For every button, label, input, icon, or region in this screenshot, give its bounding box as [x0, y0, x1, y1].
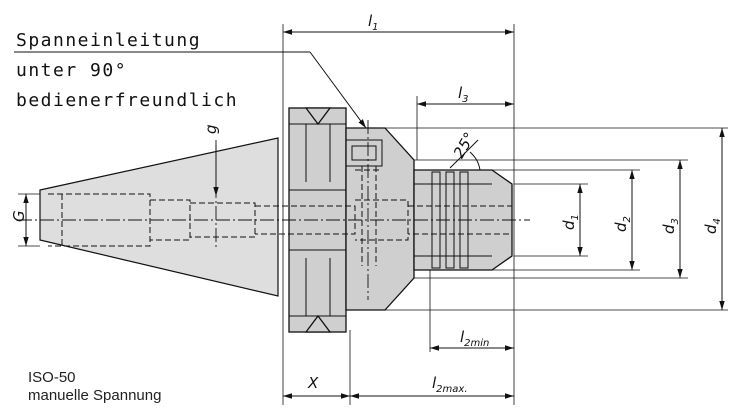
callout-line-3: bedienerfreundlich — [16, 90, 238, 111]
label-x: X — [307, 374, 319, 392]
label-d1: d1 — [560, 214, 581, 230]
caption-line-2: manuelle Spannung — [28, 387, 161, 404]
label-l1: l1 — [368, 12, 379, 33]
label-g: g — [202, 124, 220, 134]
label-d2: d2 — [612, 216, 633, 232]
dimension-lines — [23, 29, 725, 399]
caption-line-1: ISO-50 — [28, 369, 76, 386]
extension-lines — [18, 24, 728, 405]
callout-leader — [14, 51, 367, 129]
label-G: G — [10, 210, 28, 222]
label-l2min: l2min — [460, 328, 489, 349]
label-l2max: l2max. — [432, 374, 468, 395]
label-l3: l3 — [458, 84, 469, 105]
callout-line-1: Spanneinleitung — [16, 30, 201, 51]
callout-line-2: unter 90° — [16, 60, 127, 81]
label-d3: d3 — [660, 218, 681, 234]
label-d4: d4 — [702, 218, 723, 234]
